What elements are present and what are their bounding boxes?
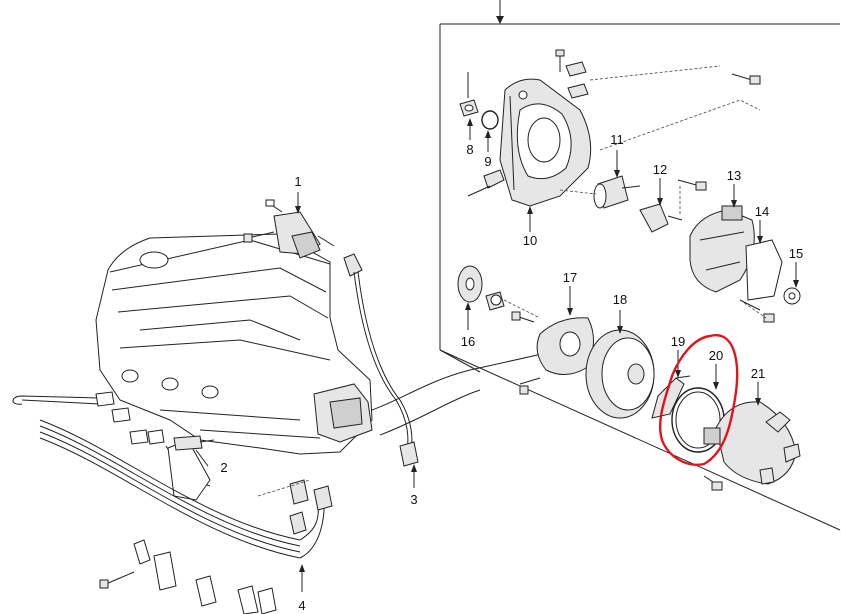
part-8-pin: [459, 72, 479, 117]
callout-4: 4: [298, 598, 305, 613]
part-18-rotor-disc: [519, 329, 655, 419]
callout-3: 3: [410, 492, 417, 507]
callout-2: 2: [220, 460, 227, 475]
distributor-detail-panel: [371, 0, 841, 531]
part-17-seal-plate: [536, 317, 594, 375]
part-16-drive-gear: [457, 265, 541, 323]
callout-1: 1: [294, 174, 301, 189]
part-2-spark-plug: [173, 435, 215, 451]
callout-12: 12: [653, 162, 667, 177]
callout-15: 15: [789, 246, 803, 261]
part-10-distributor-housing: [467, 78, 592, 207]
callout-13: 13: [727, 168, 741, 183]
part-9-o-ring: [481, 110, 499, 130]
callout-16: 16: [461, 334, 475, 349]
part-3-coil-lead: [343, 253, 419, 467]
leader-lines: [195, 118, 799, 592]
callout-18: 18: [613, 292, 627, 307]
callout-14: 14: [755, 204, 769, 219]
part-15-washer: [783, 287, 801, 305]
callout-10: 10: [523, 233, 537, 248]
part-small-screws-top: [555, 49, 761, 151]
callout-21: 21: [751, 366, 765, 381]
lead-clips-group: [99, 539, 277, 614]
callout-17: 17: [563, 270, 577, 285]
part-11-shaft-bearing: [559, 175, 641, 209]
callout-8: 8: [466, 142, 473, 157]
part-1-ignition-coil: [243, 199, 335, 259]
engine-block: [95, 233, 373, 501]
callout-9: 9: [484, 154, 491, 169]
part-4-spark-plug-leads: [12, 391, 333, 559]
highlight-circle-part-20: [658, 334, 739, 466]
part-13-ignition-module: [689, 205, 755, 293]
callout-19: 19: [671, 334, 685, 349]
part-21-distributor-cap: [703, 401, 801, 491]
callout-11: 11: [610, 132, 624, 147]
part-19-rotor-arm: [651, 375, 691, 419]
part-12-rotor-plate: [639, 179, 707, 233]
callout-labels: 1 2 3 4 8 9 10 11 12 13 14 15 16 17 18 1…: [220, 132, 803, 613]
callout-20: 20: [709, 348, 723, 363]
part-14-cover-plate: [739, 239, 783, 323]
